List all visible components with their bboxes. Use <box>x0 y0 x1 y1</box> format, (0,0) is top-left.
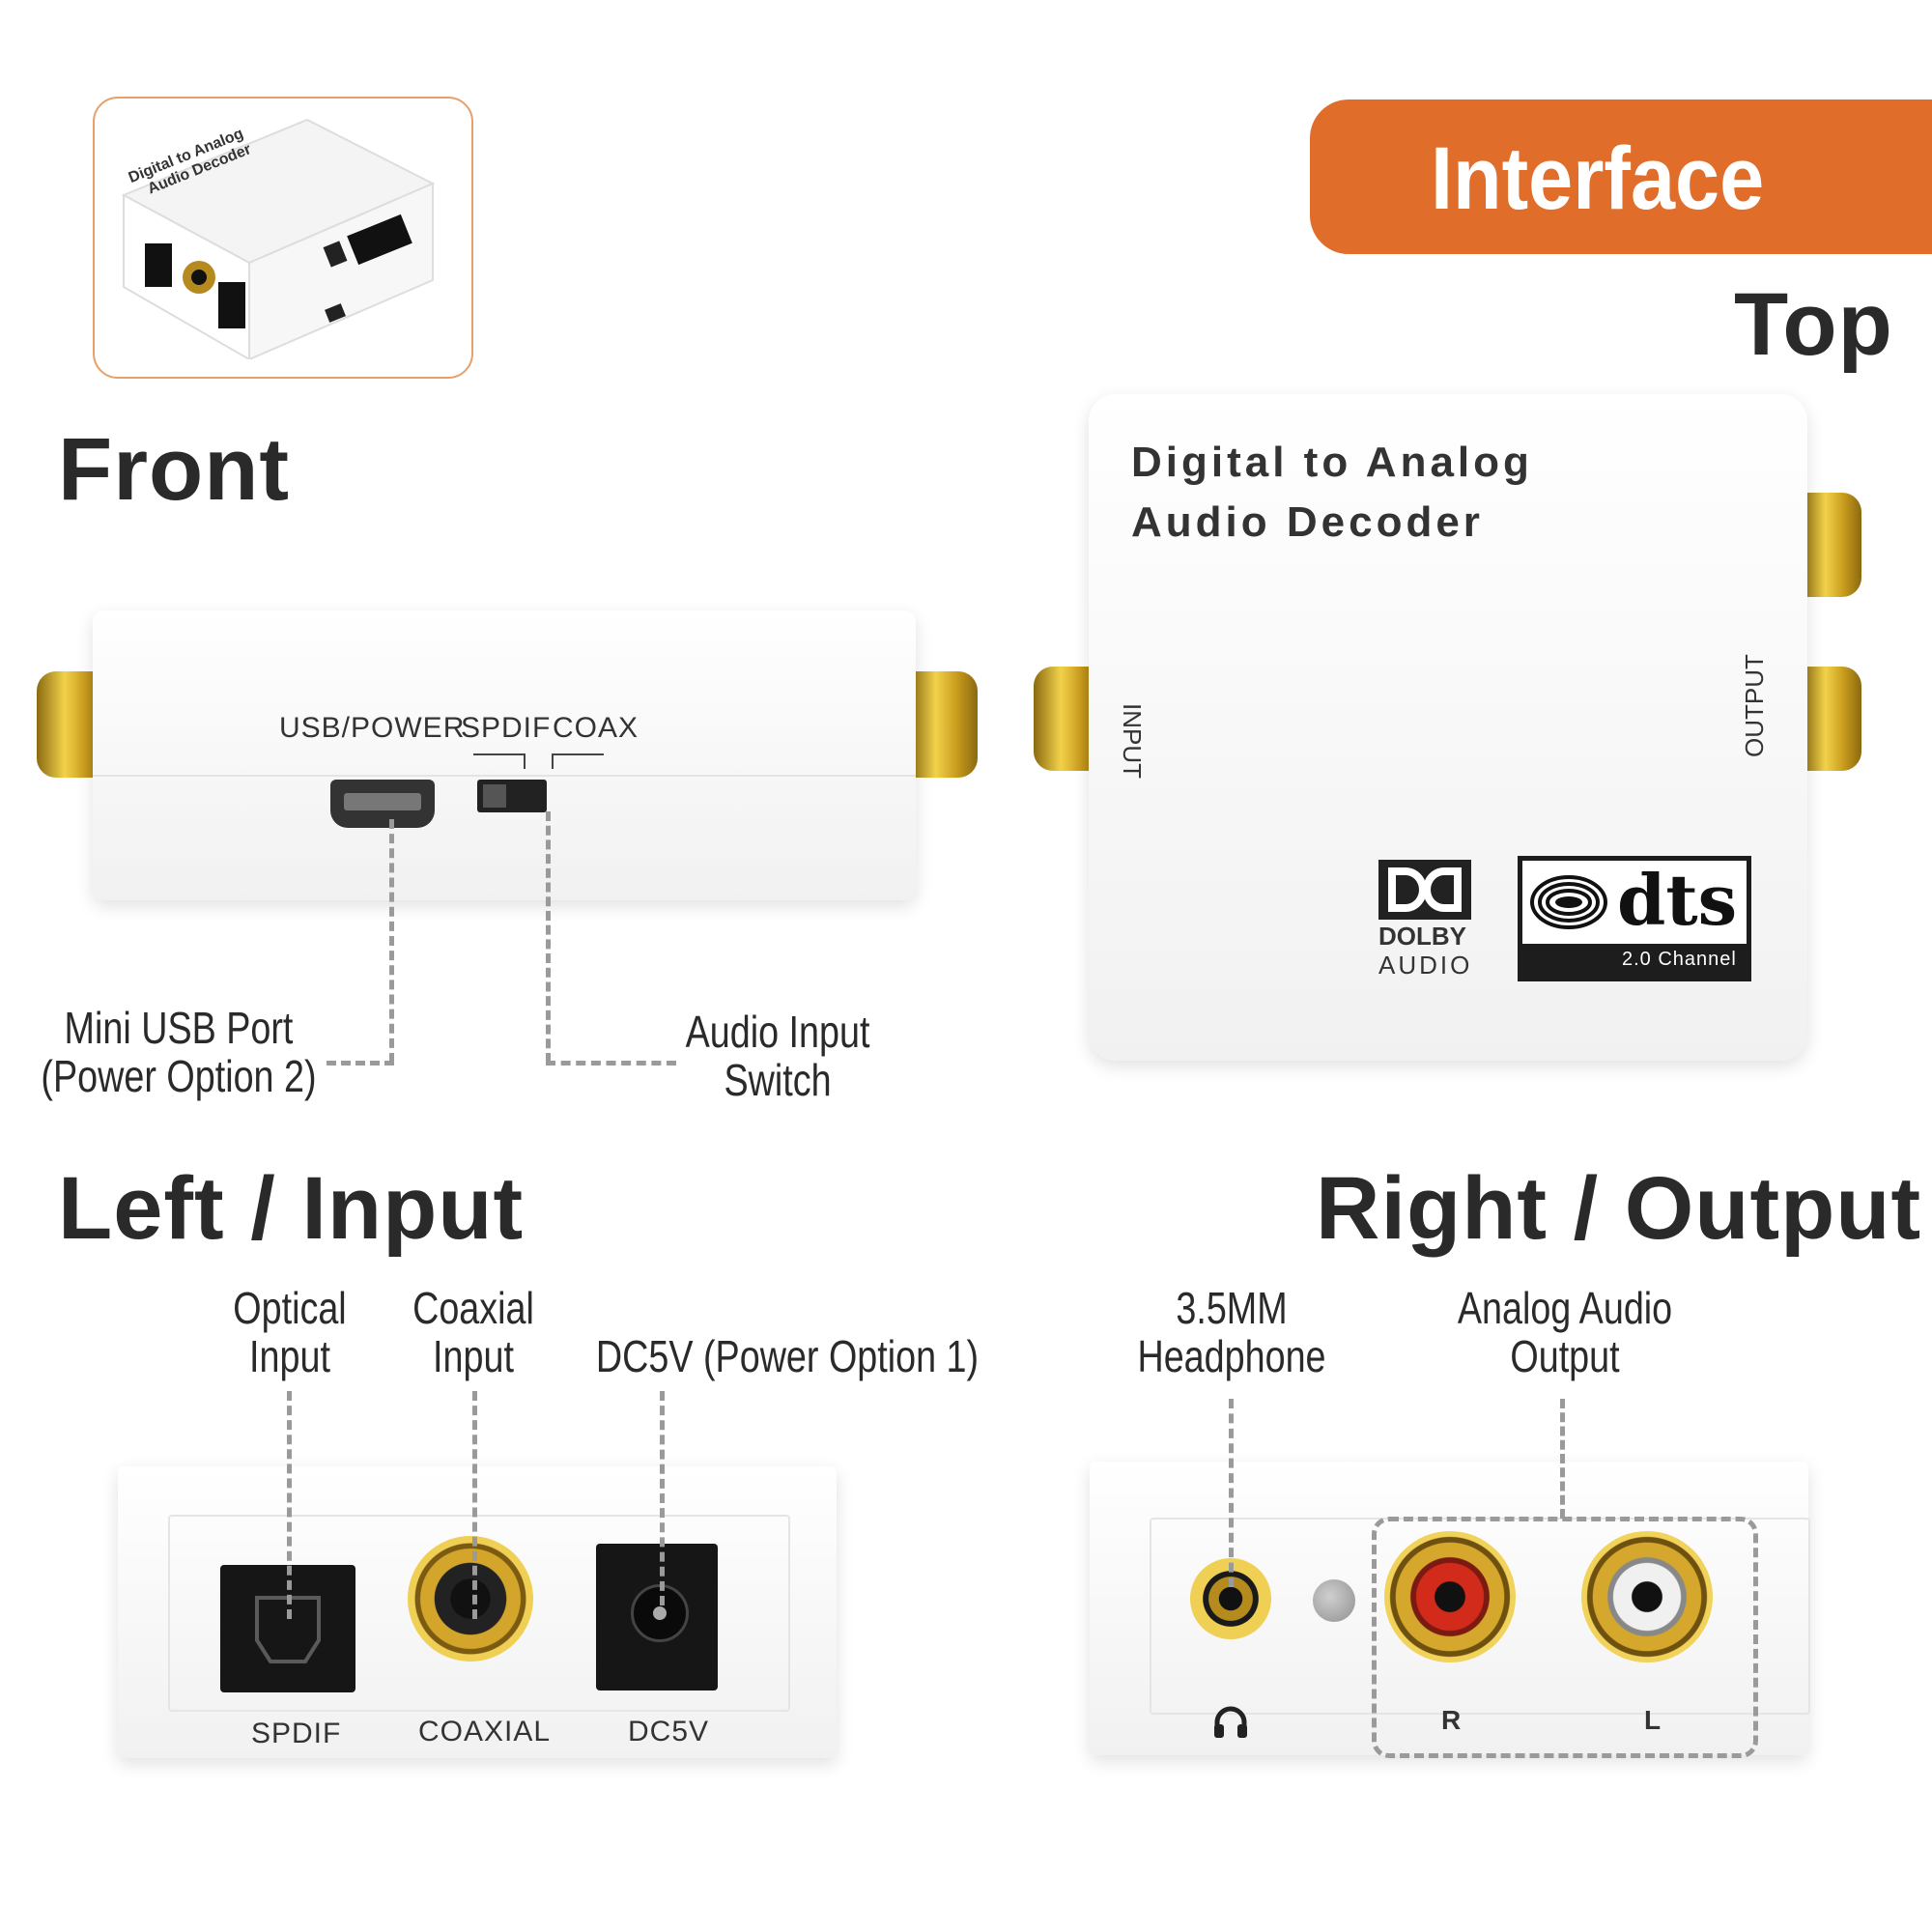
label-spdif: SPDIF <box>251 1718 342 1749</box>
status-led <box>1313 1579 1355 1622</box>
top-device-body: Digital to Analog Audio Decoder INPUT OU… <box>1089 394 1807 1061</box>
audio-input-switch <box>477 780 547 812</box>
callout-mini-usb-port-line1: Mini USB Port <box>64 1003 294 1053</box>
interface-badge-text: Interface <box>1431 129 1765 228</box>
label-r: R <box>1441 1705 1463 1735</box>
headphone-leader <box>1229 1399 1234 1587</box>
dts-logo-text: dts <box>1617 859 1738 941</box>
headphone-icon <box>1211 1705 1250 1745</box>
label-dc5v: DC5V <box>628 1716 710 1747</box>
front-right-rca-connector <box>908 671 978 778</box>
front-view: USB/POWER SPDIF COAX <box>29 599 978 927</box>
dc5v-pin <box>653 1606 667 1620</box>
headphone-glyph <box>1214 1706 1247 1738</box>
front-device-seam <box>93 775 916 777</box>
switch-bracket-right <box>552 753 604 769</box>
left-device-face <box>168 1515 790 1712</box>
label-l: L <box>1644 1705 1662 1735</box>
callout-mini-usb-port-line2: (Power Option 2) <box>41 1050 317 1101</box>
dc5v-leader <box>660 1391 665 1605</box>
mini-usb-port-inner <box>344 793 421 810</box>
top-output-rca-connector-upper <box>1802 493 1861 597</box>
coaxial-leader <box>472 1391 477 1619</box>
switch-bracket-left <box>473 753 526 769</box>
callout-coaxial-input-line1: Coaxial <box>412 1283 534 1333</box>
optical-leader <box>287 1391 292 1619</box>
dc5v-port-opening <box>631 1584 689 1642</box>
heading-top: Top <box>1734 275 1893 374</box>
usb-leader-vertical <box>389 819 394 1063</box>
analog-output-group-outline <box>1372 1517 1758 1758</box>
callout-analog-audio-output: Analog Audio Output <box>1438 1283 1691 1381</box>
analog-output-leader <box>1560 1399 1565 1519</box>
rca-output-left <box>1581 1531 1713 1662</box>
top-input-label: INPUT <box>1118 703 1147 779</box>
top-title-line1: Digital to Analog <box>1131 439 1533 486</box>
callout-headphone-line2: Headphone <box>1137 1330 1326 1381</box>
front-device-body: USB/POWER SPDIF COAX <box>93 611 916 900</box>
top-title-line2: Audio Decoder <box>1131 498 1484 546</box>
right-device-body: R L <box>1090 1462 1810 1755</box>
front-label-spdif: SPDIF <box>461 712 552 744</box>
front-label-coax: COAX <box>553 712 639 744</box>
callout-optical-input-line2: Input <box>249 1330 330 1381</box>
dts-swirl-icon <box>1530 875 1607 929</box>
dts-channel-text: 2.0 Channel <box>1622 949 1737 970</box>
callout-audio-input-switch-line2: Switch <box>724 1054 832 1105</box>
callout-coaxial-input: Coaxial Input <box>394 1283 553 1381</box>
callout-mini-usb-port: Mini USB Port (Power Option 2) <box>32 1003 325 1101</box>
callout-optical-input: Optical Input <box>211 1283 369 1381</box>
interface-badge: Interface <box>1310 99 1932 254</box>
callout-audio-input-switch-line1: Audio Input <box>685 1007 870 1057</box>
callout-audio-input-switch: Audio Input Switch <box>647 1007 909 1105</box>
audio-input-switch-knob <box>483 784 506 808</box>
label-coaxial: COAXIAL <box>418 1716 552 1747</box>
top-view: Digital to Analog Audio Decoder INPUT OU… <box>1029 386 1879 1072</box>
callout-headphone: 3.5MM Headphone <box>1124 1283 1338 1381</box>
dolby-logo-line1: DOLBY <box>1378 922 1466 951</box>
dolby-logo: DOLBY AUDIO <box>1378 860 1485 985</box>
optical-spdif-port <box>220 1565 355 1692</box>
coaxial-port <box>408 1536 533 1662</box>
callout-headphone-line1: 3.5MM <box>1176 1283 1288 1333</box>
usb-leader-horizontal <box>327 1061 394 1065</box>
heading-right-output: Right / Output <box>1316 1159 1922 1258</box>
switch-leader-horizontal <box>546 1061 676 1065</box>
rca-output-right <box>1384 1531 1516 1662</box>
dolby-logo-line2: AUDIO <box>1378 951 1473 980</box>
thumbnail-device-drawing <box>121 118 436 361</box>
left-device-body: SPDIF COAXIAL DC5V <box>118 1466 837 1758</box>
top-output-label: OUTPUT <box>1740 654 1769 757</box>
callout-analog-audio-output-line1: Analog Audio <box>1457 1283 1673 1333</box>
switch-leader-vertical <box>546 811 551 1063</box>
mini-usb-port <box>330 780 435 828</box>
product-thumbnail: Digital to Analog Audio Decoder <box>93 97 473 379</box>
top-output-rca-connector-lower <box>1802 667 1861 771</box>
heading-left-input: Left / Input <box>58 1159 525 1258</box>
callout-coaxial-input-line2: Input <box>433 1330 514 1381</box>
dts-logo-panel: dts <box>1522 859 1747 944</box>
callout-dc5v: DC5V (Power Option 1) <box>595 1331 980 1381</box>
front-label-usb-power: USB/POWER <box>279 712 466 744</box>
heading-front: Front <box>58 420 291 519</box>
thumbnail-device: Digital to Analog Audio Decoder <box>114 108 452 361</box>
dc5v-port <box>596 1544 718 1690</box>
callout-analog-audio-output-line2: Output <box>1510 1330 1620 1381</box>
dts-logo: dts 2.0 Channel <box>1518 856 1751 981</box>
optical-port-opening-icon <box>255 1596 321 1663</box>
callout-optical-input-line1: Optical <box>233 1283 347 1333</box>
dolby-double-d-icon <box>1378 860 1471 920</box>
